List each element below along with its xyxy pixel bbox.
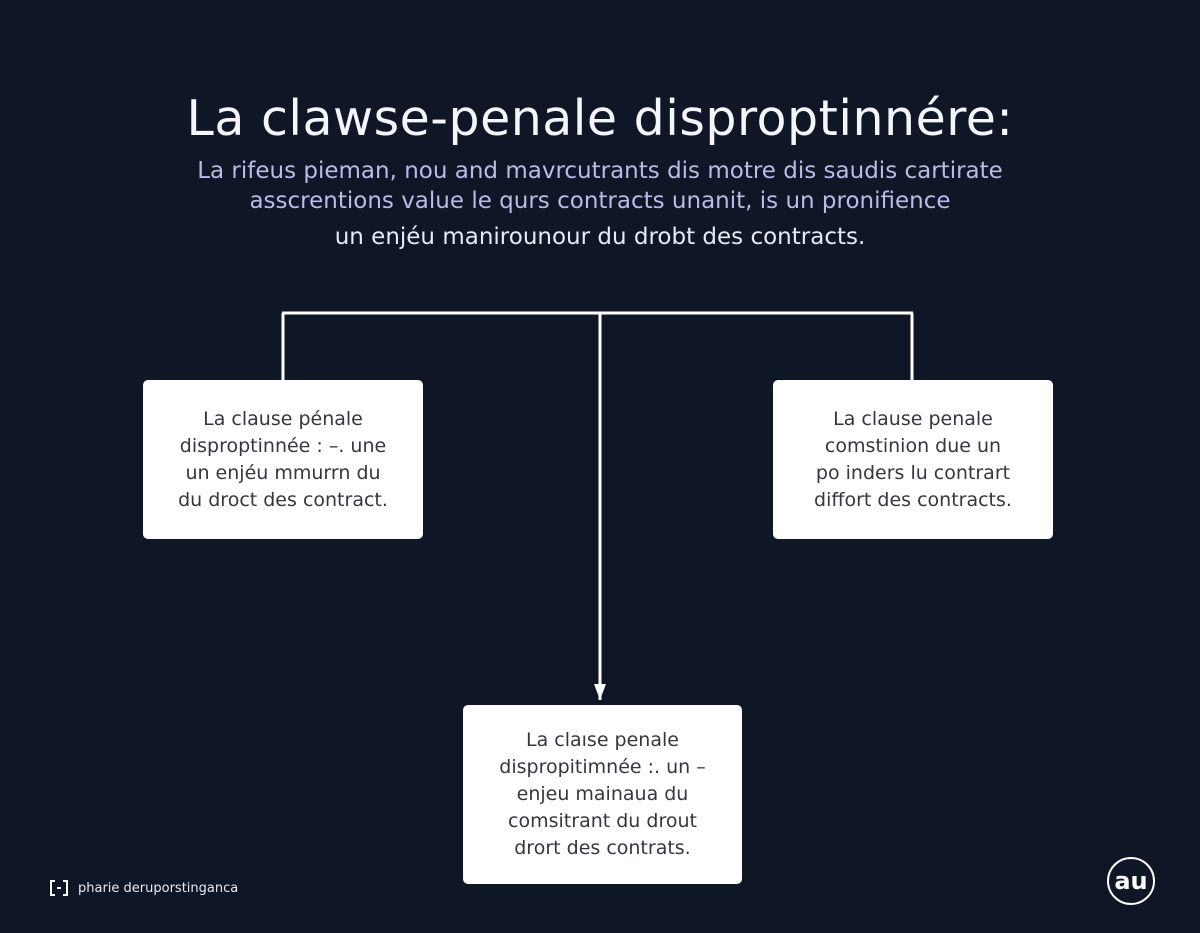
node-bottom-line-2: dispropitimnée :. un – xyxy=(499,756,706,778)
logo-text: au xyxy=(1114,867,1148,895)
node-right-line-1: La clause penale xyxy=(833,407,993,430)
node-left-line-4: du droct des contract. xyxy=(178,488,388,511)
connector-arrowhead xyxy=(594,684,606,700)
node-bottom-line-3: enjeu mainaua du xyxy=(516,783,689,805)
footer-text: pharie deruporstinganca xyxy=(78,880,239,896)
node-bottom-line-1: La claıse penale xyxy=(526,729,679,751)
node-left-line-1: La clause pénale xyxy=(203,407,363,430)
node-left-line-3: un enjéu mmurrn du xyxy=(185,461,381,484)
page-title: La clawse-penale disproptinnére: xyxy=(186,90,1014,147)
bracket-link-icon xyxy=(50,880,68,896)
footer-brand: pharie deruporstinganca xyxy=(48,879,238,897)
logo-badge: au xyxy=(1107,857,1155,905)
node-right-line-2: comstinion due un xyxy=(824,434,1002,457)
subtitle-line-2: asscrentions value le qurs contracts una… xyxy=(249,188,951,214)
node-right-line-4: diffort des contracts. xyxy=(814,488,1012,511)
node-bottom-line-5: drort des contrats. xyxy=(514,837,691,859)
subtitle-line-1: La rifeus pieman, nou and mavrcutrants d… xyxy=(197,158,1003,184)
node-right-line-3: po inders lu contrart xyxy=(815,461,1011,484)
node-left-line-2: disproptinnée : –. une xyxy=(179,434,387,457)
node-bottom-line-4: comsitrant du drout xyxy=(508,810,697,832)
subtitle-line-3: un enjéu manirounour du drobt des contra… xyxy=(334,224,866,250)
node-left: La clause pénale disproptinnée : –. une … xyxy=(143,380,423,539)
node-bottom: La claıse penale dispropitimnée :. un – … xyxy=(463,705,742,884)
node-right: La clause penale comstinion due un po in… xyxy=(773,380,1053,539)
